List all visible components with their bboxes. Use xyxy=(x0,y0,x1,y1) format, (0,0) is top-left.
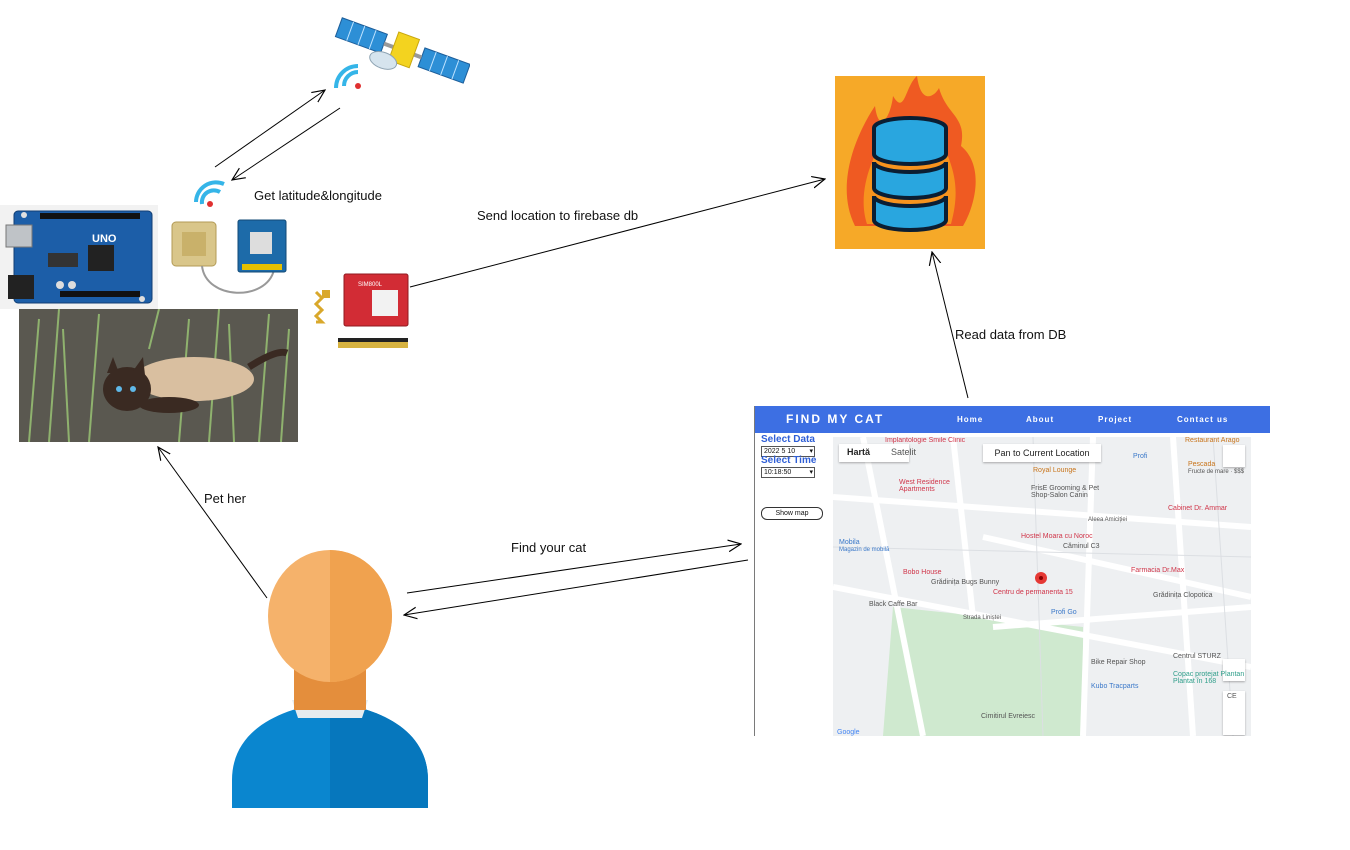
map-place: Farmacia Dr.Max xyxy=(1131,567,1185,574)
map-type-tabs: Hartă Satelit xyxy=(839,444,916,462)
map-place: Cimitirul Evreiesc xyxy=(981,713,1036,720)
map-place: Profi Go xyxy=(1051,609,1077,616)
map-place: Fructe de mare · $$$ xyxy=(1188,469,1245,475)
arrow-user-to-cat xyxy=(158,447,268,599)
map-place: Kubo Tracparts xyxy=(1091,683,1139,690)
arrow-user-to-app xyxy=(406,544,741,594)
google-logo: Google xyxy=(837,729,860,736)
board-label: UNO xyxy=(92,233,117,245)
nav-home[interactable]: Home xyxy=(957,415,984,424)
label-get-coordinates: Get latitude&longitude xyxy=(254,188,382,203)
select-time-dropdown[interactable]: 10:18:50 xyxy=(761,467,815,478)
satellite-icon xyxy=(330,8,471,118)
street-view-button[interactable] xyxy=(1223,659,1245,681)
select-data-dropdown[interactable]: 2022 5 10 xyxy=(761,446,815,457)
tab-map[interactable]: Hartă xyxy=(847,447,871,457)
label-read-data: Read data from DB xyxy=(955,327,1067,342)
map-place: Cabinet Dr. Ammar xyxy=(1168,505,1228,512)
label-pet-her: Pet her xyxy=(204,491,246,506)
webapp-sidebar: Select Data 2022 5 10 Select Time 10:18:… xyxy=(755,433,833,736)
map-place: Grădinița Bugs Bunny xyxy=(931,579,1000,586)
gps-module-image xyxy=(166,210,296,302)
tab-satellite[interactable]: Satelit xyxy=(891,447,917,457)
select-time-label: Select Time xyxy=(761,455,817,466)
firebase-database-icon xyxy=(835,76,985,249)
map-place: Pescada xyxy=(1188,461,1216,468)
cat-photo xyxy=(19,309,298,442)
find-my-cat-webapp: FIND MY CAT Home About Project Contact u… xyxy=(754,406,1270,736)
wifi-signal-icon xyxy=(192,172,236,210)
pan-to-location-button[interactable]: Pan to Current Location xyxy=(983,444,1101,462)
map-place: Profi xyxy=(1133,453,1148,460)
fullscreen-button[interactable] xyxy=(1223,445,1245,467)
map-place: Mobila xyxy=(839,539,860,546)
select-data-label: Select Data xyxy=(761,434,815,445)
map-view[interactable]: Hartă Satelit Pan to Current Location Im… xyxy=(833,437,1251,736)
map-place: Magazin de mobilă xyxy=(839,547,890,553)
map-place: Aleea Amiciției xyxy=(1088,517,1128,523)
nav-about[interactable]: About xyxy=(1026,415,1055,424)
webapp-navbar: FIND MY CAT Home About Project Contact u… xyxy=(755,406,1270,433)
label-send-location: Send location to firebase db xyxy=(477,208,639,223)
map-place: Căminul C3 xyxy=(1063,543,1100,550)
nav-project[interactable]: Project xyxy=(1098,415,1133,424)
map-place: Restaurant Arago xyxy=(1185,437,1240,444)
webapp-title: FIND MY CAT xyxy=(786,412,885,426)
map-place: Black Caffe Bar xyxy=(869,601,918,608)
arrow-app-to-user xyxy=(404,559,749,615)
nav-contact[interactable]: Contact us xyxy=(1177,415,1229,424)
map-place: Centrul STURZ xyxy=(1173,653,1221,660)
arrow-gsm-to-db xyxy=(409,179,825,288)
map-place: Strada Liniștei xyxy=(963,615,1002,621)
map-place: Bobo House xyxy=(903,569,942,576)
map-place: CE xyxy=(1227,693,1237,700)
map-place: Hostel Moara cu Noroc xyxy=(1021,533,1093,540)
map-place: FrisE Grooming & Pet Shop-Salon Canin xyxy=(1031,485,1100,499)
map-place: Grădinița Clopotica xyxy=(1153,592,1213,599)
arrow-app-to-db xyxy=(932,252,969,399)
user-person-icon xyxy=(230,550,430,810)
label-find-cat: Find your cat xyxy=(511,540,587,555)
map-place: West Residence Apartments xyxy=(899,479,950,493)
zoom-controls[interactable] xyxy=(1223,691,1245,735)
arrow-satellite-to-gps xyxy=(232,107,341,180)
map-place: Centru de permanenta 15 xyxy=(993,589,1073,596)
show-map-button[interactable]: Show map xyxy=(761,507,823,520)
gsm-module-image: SIM800L xyxy=(310,270,412,354)
gsm-label: SIM800L xyxy=(358,282,383,288)
map-place: Royal Lounge xyxy=(1033,467,1077,474)
arduino-uno-board-image: UNO xyxy=(0,205,158,309)
map-place: Implantologie Smile Clinic xyxy=(885,437,966,444)
arrow-gps-to-satellite xyxy=(214,90,325,168)
map-place: Bike Repair Shop xyxy=(1091,659,1146,666)
map-place: Copac protejat Plantan Plantat în 168 xyxy=(1173,671,1245,685)
